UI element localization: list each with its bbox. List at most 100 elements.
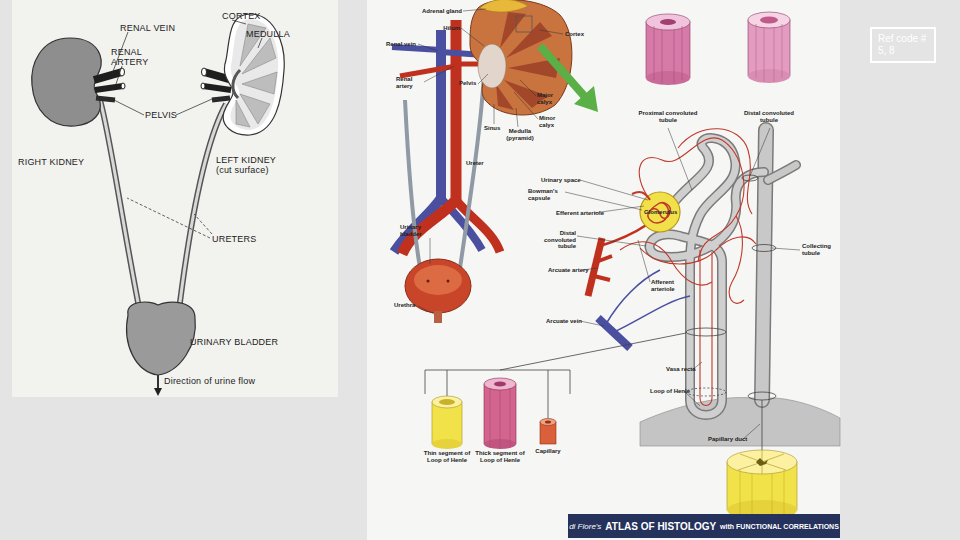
glomerulus [632, 192, 680, 232]
part-label: Collecting tubule [802, 243, 838, 256]
leader-line [112, 20, 262, 238]
part-label: URETERS [212, 234, 256, 244]
leader-line [540, 30, 563, 34]
arcuate-artery [588, 224, 648, 296]
tubule-cross-section [748, 69, 790, 83]
kidney-section [478, 44, 506, 88]
capillary-network [729, 216, 744, 303]
arcuate-vein [598, 318, 630, 348]
left-kidney-cut [242, 38, 276, 74]
tubule-cross-section [660, 19, 676, 25]
section-ring [748, 392, 776, 400]
part-label: Urinary space [541, 177, 581, 184]
part-label: Hilum [420, 25, 460, 32]
part-label: Distal convoluted tubule [530, 230, 576, 250]
arcuate-artery [594, 276, 610, 280]
part-label: Pelvis [459, 80, 476, 87]
loop-cross-section [490, 388, 510, 449]
ureter [460, 72, 484, 268]
ureter [178, 104, 226, 318]
part-label: Papillary duct [708, 436, 747, 443]
left-panel [12, 0, 338, 397]
papilla [640, 398, 840, 446]
arcuate-artery [588, 238, 602, 296]
leader-line [116, 66, 122, 84]
leader-line [580, 180, 648, 200]
tubule-cross-section [756, 24, 782, 82]
leader-line [494, 104, 495, 124]
part-label: Cortex [565, 31, 584, 38]
urinary-bladder [157, 375, 159, 388]
renal-vessels [94, 68, 232, 100]
leader-line [418, 9, 800, 440]
leader-line [565, 192, 642, 210]
leader-line [418, 306, 434, 314]
leader-line [258, 38, 262, 48]
tubule-cross-section [646, 22, 690, 78]
node-text: di Fiore's [569, 522, 601, 531]
bracket [548, 370, 549, 418]
part-label: RENAL ARTERY [111, 47, 159, 67]
bracket [762, 400, 763, 452]
leader-line [772, 248, 800, 250]
loop-cross-section [432, 378, 556, 449]
loop-cross-section [540, 419, 556, 426]
publisher-band: di Fiore'sATLAS OF HISTOLOGYwith FUNCTIO… [568, 514, 840, 538]
urinary-bladder [154, 388, 162, 396]
section-ring [686, 328, 726, 336]
part-label: Capillary [532, 448, 564, 455]
tubule-cross-section [760, 17, 778, 24]
papillary-duct-section [727, 450, 797, 520]
arcuate-artery [596, 256, 612, 262]
loop-cross-section [432, 396, 462, 408]
loop-cross-section [494, 382, 506, 387]
ureter [405, 72, 484, 268]
leader-line [176, 99, 212, 115]
kidney-section [516, 16, 532, 32]
part-label: Vasa recta [666, 366, 696, 373]
part-label: Arcuate vein [546, 318, 582, 325]
section-ring [686, 388, 726, 396]
bladder [405, 259, 471, 323]
section-ring [686, 175, 776, 400]
tubule-cross-section [748, 20, 790, 76]
loop-cross-section [439, 399, 455, 405]
arcuate-vein [598, 270, 690, 348]
part-label: CORTEX [222, 11, 261, 21]
bladder [427, 280, 430, 283]
leader-line [194, 214, 212, 234]
leader-line [424, 66, 454, 82]
leader-line [577, 236, 646, 246]
part-label: Sinus [484, 125, 500, 132]
capillary-network [678, 129, 752, 214]
part-label: Distal convoluted tubule [737, 110, 801, 123]
bladder [434, 311, 442, 323]
papillary-duct-section [738, 450, 786, 474]
nephron-tubule [650, 138, 764, 415]
loop-cross-section [432, 439, 462, 449]
part-label: Afferent arteriole [651, 279, 685, 292]
renal-vessels [202, 68, 207, 76]
part-label: Renal vein [380, 41, 416, 48]
kidney-section [470, 0, 572, 115]
glomerulus [640, 192, 680, 232]
left-kidney-cut [236, 100, 250, 127]
ureter [100, 100, 141, 318]
leader-line [418, 44, 438, 51]
part-label: URINARY BLADDER [190, 337, 278, 347]
kidney-section [480, 0, 528, 12]
nephron-tubule [768, 165, 796, 180]
atlas-panel [367, 0, 840, 540]
leader-line [461, 28, 484, 46]
renal-vessels [212, 98, 230, 100]
part-label: Efferent arteriole [556, 210, 604, 217]
nephron-tubule [768, 165, 796, 180]
leader-line [514, 92, 538, 119]
part-label: Arcuate artery [548, 267, 589, 274]
leader-line [750, 128, 770, 176]
ureter [405, 100, 420, 268]
left-kidney-cut [242, 72, 277, 94]
capillary-network [620, 129, 756, 406]
part-label: Urethra [394, 302, 415, 309]
part-label: PELVIS [145, 110, 177, 120]
